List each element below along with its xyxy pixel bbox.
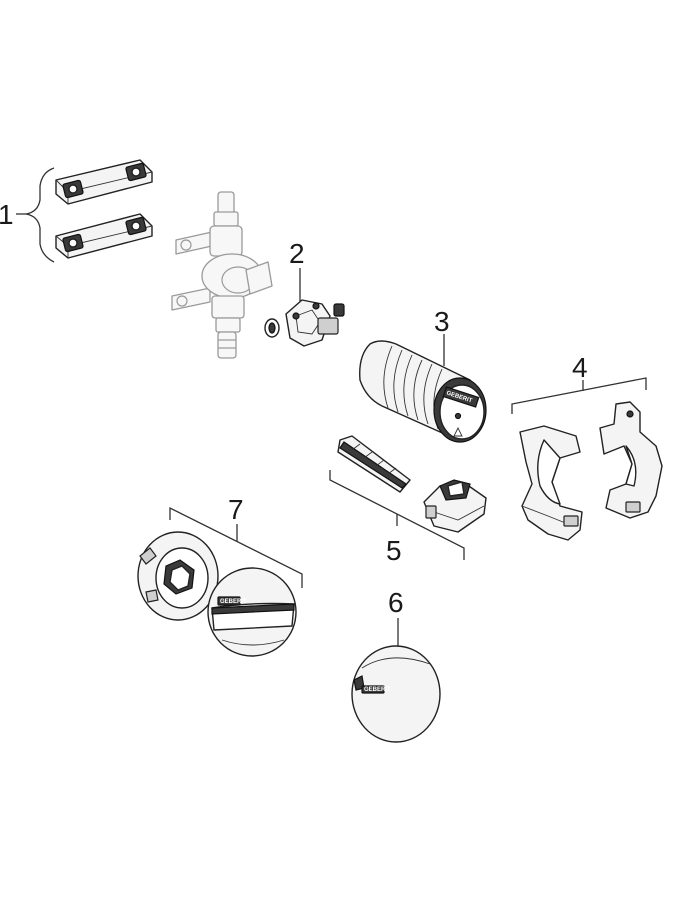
callout-4-bracket: [511, 377, 647, 414]
callout-1-label: 1: [0, 199, 14, 230]
callout-7-label: 7: [228, 494, 244, 525]
cover-plate: GEBERIT: [207, 567, 297, 657]
sleeve-ribs: [383, 345, 443, 430]
cover-plate-brand-mark: GEBERIT: [220, 599, 247, 605]
part-3-sleeve: GEBERIT: [359, 334, 487, 443]
callout-6-label: 6: [388, 587, 404, 618]
callout-3-label: 3: [434, 306, 450, 337]
callout-4-label: 4: [572, 352, 588, 383]
housing-half-left: [519, 425, 583, 541]
callout-7-bracket: [169, 506, 303, 588]
part-1-mounting-brackets: [16, 159, 153, 263]
part-6-cover-cap: GEBERIT: [351, 618, 441, 743]
part-5-extension-set: [329, 435, 487, 560]
bracket-lower: [55, 213, 153, 259]
part-4-housing-halves: [511, 377, 663, 541]
valve-body-context: [171, 191, 273, 359]
bracket-upper: [55, 159, 153, 205]
callout-5-label: 5: [386, 535, 402, 566]
callout-1-brace: [25, 167, 55, 263]
extension-rod: [337, 435, 411, 493]
part-7-trim-set: GEBERIT: [137, 506, 303, 657]
mounting-ring: [137, 531, 219, 621]
actuator-insert: [423, 479, 487, 533]
callout-2-label: 2: [289, 238, 305, 269]
part-2-cartridge: [264, 268, 345, 347]
housing-half-right: [599, 401, 663, 519]
cover-cap-brand-mark: GEBERIT: [364, 687, 391, 693]
callout-labels: 1 2 3 4 5 6 7: [0, 199, 588, 618]
